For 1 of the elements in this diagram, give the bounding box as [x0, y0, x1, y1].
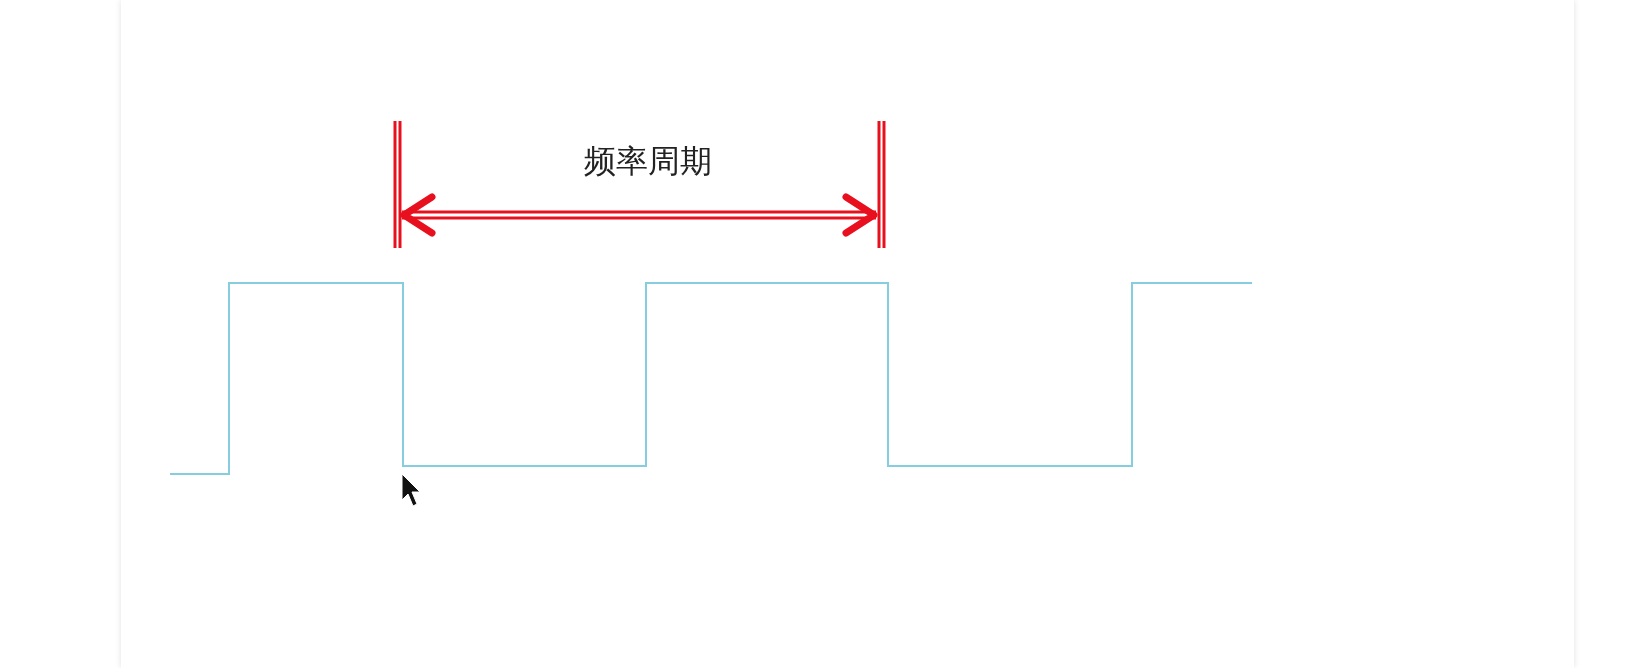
period-label: 频率周期 [584, 141, 712, 182]
